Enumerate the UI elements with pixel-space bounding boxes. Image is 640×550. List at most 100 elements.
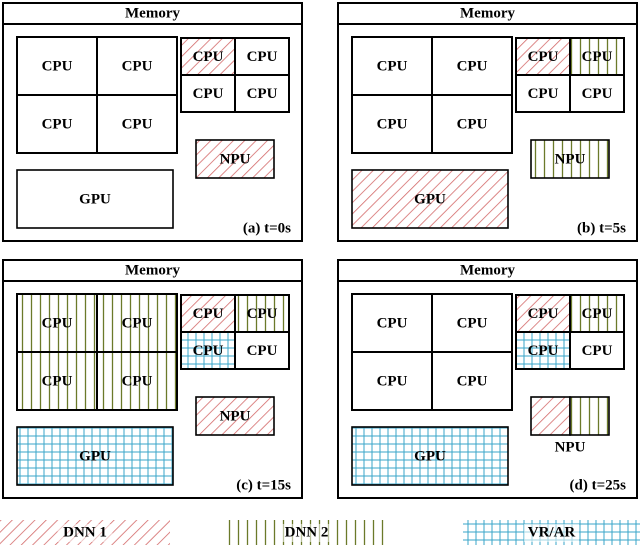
small-cpu-core <box>234 37 290 76</box>
big-cpu-label: CPU <box>377 58 408 74</box>
small-cpu-label: CPU <box>582 86 613 102</box>
big-cpu-label: CPU <box>377 315 408 331</box>
npu-block <box>530 139 610 179</box>
small-cpu-label: CPU <box>193 49 224 65</box>
legend-label: VR/AR <box>528 524 576 540</box>
legend-label-bg <box>57 524 113 542</box>
big-cpu-core <box>16 94 98 154</box>
big-cpu-label: CPU <box>122 58 153 74</box>
npu-block <box>195 139 275 179</box>
big-cpu-label: CPU <box>42 58 73 74</box>
npu-label: NPU <box>220 408 251 424</box>
legend-item-dnn1: DNN 1 <box>0 520 170 545</box>
big-cpu-core <box>96 351 178 411</box>
small-cpu-core <box>569 74 625 113</box>
legend-label-bg <box>279 524 334 542</box>
small-cpu-label: CPU <box>193 343 224 359</box>
panel-caption: (b) t=5s <box>577 220 626 236</box>
memory-label: Memory <box>125 5 180 21</box>
npu-block <box>195 396 275 436</box>
big-cpu-label: CPU <box>42 116 73 132</box>
gpu-block <box>16 426 174 486</box>
npu-segment <box>530 396 571 436</box>
gpu-block <box>351 169 509 229</box>
npu-segment <box>569 396 610 436</box>
small-cpu-core <box>234 74 290 113</box>
big-cpu-label: CPU <box>457 58 488 74</box>
panel-caption: (a) t=0s <box>243 220 291 236</box>
gpu-label: GPU <box>414 191 446 207</box>
legend-item-dnn2: DNN 2 <box>225 520 388 545</box>
panel-caption: (c) t=15s <box>236 477 291 493</box>
memory-bar <box>337 259 638 282</box>
small-cpu-core <box>180 331 236 370</box>
big-cpu-core <box>96 36 178 96</box>
big-cpu-core <box>351 351 433 411</box>
big-cpu-label: CPU <box>122 315 153 331</box>
big-cpu-label: CPU <box>377 373 408 389</box>
small-cpu-label: CPU <box>193 86 224 102</box>
small-cpu-label: CPU <box>247 343 278 359</box>
npu-label: NPU <box>555 439 586 455</box>
small-cpu-label: CPU <box>528 86 559 102</box>
gpu-block <box>351 426 509 486</box>
big-cpu-core <box>16 351 98 411</box>
small-cpu-core <box>569 37 625 76</box>
gpu-label: GPU <box>79 448 111 464</box>
small-cpu-core <box>180 74 236 113</box>
big-cpu-core <box>431 351 513 411</box>
small-cpu-core <box>234 331 290 370</box>
legend-label: DNN 1 <box>63 524 107 540</box>
big-cpu-core <box>16 293 98 353</box>
small-cpu-label: CPU <box>193 306 224 322</box>
gpu-block <box>16 169 174 229</box>
small-cpu-label: CPU <box>528 306 559 322</box>
gpu-label: GPU <box>414 448 446 464</box>
memory-bar <box>2 2 303 25</box>
big-cpu-core <box>96 293 178 353</box>
big-cpu-label: CPU <box>377 116 408 132</box>
big-cpu-label: CPU <box>457 116 488 132</box>
small-cpu-label: CPU <box>528 49 559 65</box>
npu-label: NPU <box>555 151 586 167</box>
small-cpu-label: CPU <box>528 343 559 359</box>
big-cpu-label: CPU <box>122 116 153 132</box>
small-cpu-label: CPU <box>582 49 613 65</box>
big-cpu-core <box>431 94 513 154</box>
small-cpu-label: CPU <box>582 306 613 322</box>
big-cpu-core <box>351 36 433 96</box>
memory-label: Memory <box>460 262 515 278</box>
small-cpu-label: CPU <box>582 343 613 359</box>
small-cpu-core <box>569 294 625 333</box>
small-cpu-label: CPU <box>247 49 278 65</box>
big-cpu-core <box>16 36 98 96</box>
big-cpu-label: CPU <box>457 373 488 389</box>
big-cpu-core <box>351 293 433 353</box>
small-cpu-core <box>234 294 290 333</box>
memory-label: Memory <box>125 262 180 278</box>
npu-label: NPU <box>220 151 251 167</box>
small-cpu-core <box>515 331 571 370</box>
memory-label: Memory <box>460 5 515 21</box>
panel-caption: (d) t=25s <box>570 477 627 493</box>
big-cpu-core <box>96 94 178 154</box>
small-cpu-label: CPU <box>247 86 278 102</box>
legend-label-bg <box>524 524 579 542</box>
big-cpu-label: CPU <box>42 315 73 331</box>
big-cpu-label: CPU <box>42 373 73 389</box>
legend-item-vrar: VR/AR <box>463 520 640 545</box>
small-cpu-core <box>515 37 571 76</box>
big-cpu-label: CPU <box>457 315 488 331</box>
big-cpu-core <box>431 293 513 353</box>
gpu-label: GPU <box>79 191 111 207</box>
small-cpu-label: CPU <box>247 306 278 322</box>
small-cpu-core <box>569 331 625 370</box>
big-cpu-label: CPU <box>122 373 153 389</box>
memory-bar <box>2 259 303 282</box>
legend-label: DNN 2 <box>285 524 329 540</box>
